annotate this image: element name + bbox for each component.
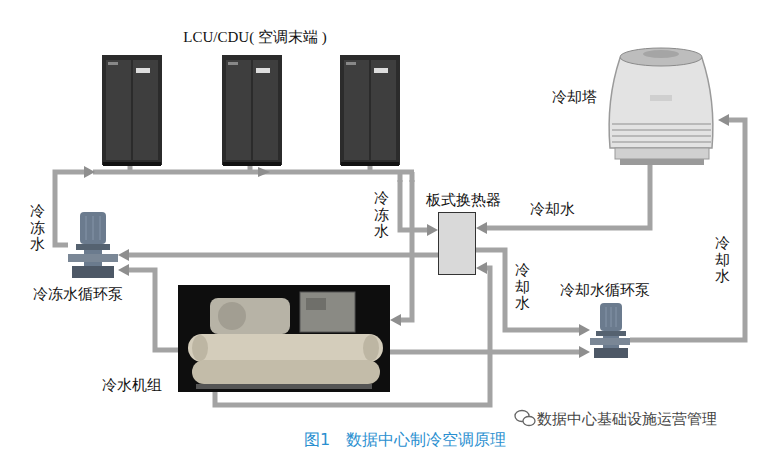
pipe-connector — [55, 166, 95, 245]
chiller-unit: 冷水机组 — [178, 285, 390, 392]
arrow-head — [118, 249, 129, 261]
arrow-head — [84, 166, 95, 178]
pipe-line — [215, 268, 490, 405]
pipe-label: 冷却水 — [715, 235, 730, 285]
terminal-unit-group: LCU/CDU( 空调末端 ) — [95, 25, 415, 180]
pump-drawing — [68, 212, 118, 278]
node-label: 冷却水循环泵 — [560, 281, 650, 299]
pipe-label: 冷却水 — [530, 200, 575, 218]
node-label: LCU/CDU( 空调末端 ) — [183, 28, 326, 46]
pipe-connector — [118, 249, 438, 261]
chiller-drawing — [178, 285, 390, 392]
pipe-line — [126, 270, 178, 350]
arrow-head — [718, 114, 729, 126]
arrow-head — [476, 222, 487, 234]
figure-caption: 图1 数据中心制冷空调原理 — [304, 430, 506, 449]
arrow-head — [579, 324, 590, 336]
node-label: 冷水机组 — [102, 376, 162, 394]
plate-heat-exchanger: 板式换热器 — [438, 212, 476, 275]
pipe-line — [55, 172, 87, 245]
cooling-tower-drawing — [609, 48, 713, 165]
wechat-icon — [515, 411, 535, 426]
node-label: 冷冻水循环泵 — [33, 285, 123, 303]
pipe-label: 冷却水 — [515, 262, 530, 312]
cooling-tower: 冷却塔 — [605, 45, 718, 165]
node-label: 板式换热器 — [426, 191, 501, 209]
pipe-line — [484, 165, 650, 228]
flow-arrow — [258, 167, 270, 177]
pipe-line — [398, 180, 412, 320]
arrow-head — [390, 314, 401, 326]
watermark: 数据中心基础设施运营管理 — [537, 410, 717, 428]
cabinet-units — [102, 55, 400, 166]
pipe-line — [390, 350, 582, 355]
chilled-water-pump: 冷冻水循环泵 — [68, 212, 118, 278]
pipe-connector — [476, 165, 650, 234]
manifold-pipe — [93, 164, 414, 182]
pump-drawing — [590, 303, 630, 358]
arrow-head — [476, 262, 487, 274]
pipe-connector — [118, 264, 178, 350]
pipe-connector — [215, 262, 490, 405]
arrow-head — [579, 346, 590, 358]
arrow-head — [118, 264, 129, 276]
pipe-connector — [630, 114, 745, 340]
pipe-line — [400, 180, 430, 230]
arrow-head — [427, 224, 438, 236]
cooling-water-pump: 冷却水循环泵 — [590, 303, 630, 358]
pipe-label: 冷冻水 — [30, 203, 45, 253]
node-label: 冷却塔 — [552, 88, 597, 106]
pipe-label: 冷冻水 — [374, 190, 389, 240]
pipe-line — [630, 120, 745, 340]
pipe-line — [126, 253, 438, 258]
